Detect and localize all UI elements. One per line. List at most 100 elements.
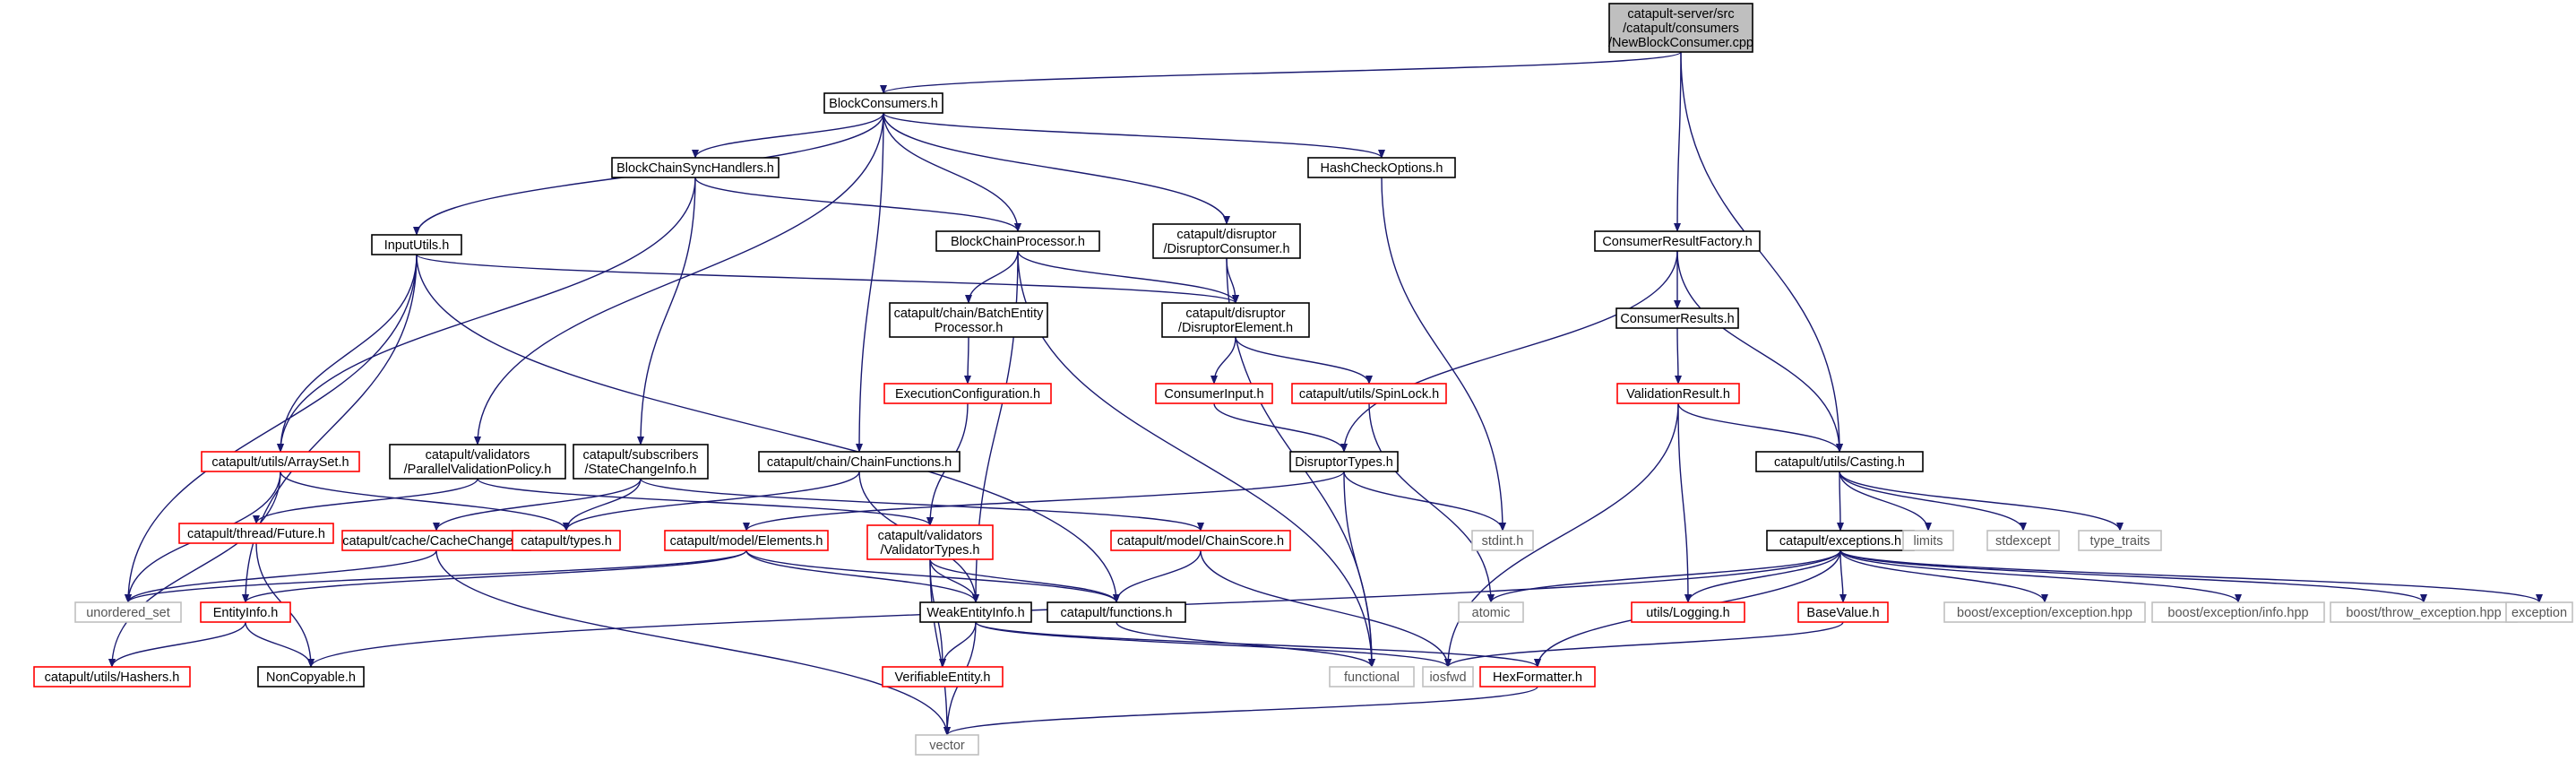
node-vector: vector: [915, 734, 979, 756]
edge-disruptortypes-to-functional: [1343, 471, 1375, 668]
node-box: [178, 523, 334, 544]
edge-path: [694, 177, 1021, 232]
edge-path: [929, 558, 1120, 603]
node-spinlock[interactable]: catapult/utils/SpinLock.h: [1291, 383, 1447, 404]
node-box: [1797, 601, 1889, 623]
edge-path: [125, 549, 437, 603]
node-disruptorelement[interactable]: catapult/disruptor/DisruptorElement.h: [1161, 302, 1310, 338]
node-label: catapult/types.h: [521, 534, 612, 549]
edge-path: [1340, 250, 1678, 453]
node-label: /DisruptorElement.h: [1178, 321, 1293, 335]
node-label: ConsumerResults.h: [1620, 312, 1734, 326]
edge-elements-to-weakentityinfo: [745, 549, 979, 603]
edge-path: [1213, 402, 1348, 453]
edge-blockchainsynchandlers-to-blockchainprocessor: [694, 177, 1021, 232]
node-box: [201, 451, 360, 472]
node-box: [1631, 601, 1745, 623]
node-boost_throw: boost/throw_exception.hpp: [2330, 601, 2518, 623]
node-chainfunctions[interactable]: catapult/chain/ChainFunctions.h: [758, 451, 961, 472]
node-blockconsumers[interactable]: BlockConsumers.h: [823, 92, 943, 114]
node-validatortypes[interactable]: catapult/validators/ValidatorTypes.h: [866, 524, 994, 560]
node-future[interactable]: catapult/thread/Future.h: [178, 523, 334, 544]
node-exceptions[interactable]: catapult/exceptions.h: [1766, 530, 1915, 551]
node-box: [573, 444, 709, 480]
node-exception: exception: [2505, 601, 2573, 623]
node-inpututils[interactable]: InputUtils.h: [371, 234, 462, 255]
node-blockchainprocessor[interactable]: BlockChainProcessor.h: [935, 230, 1100, 252]
edge-casting-to-type_traits: [1839, 471, 2124, 532]
node-box: [257, 666, 365, 687]
edge-consumerresults-to-validationresult: [1674, 327, 1682, 385]
node-consumerresultfactory[interactable]: ConsumerResultFactory.h: [1594, 230, 1761, 252]
edge-path: [242, 549, 747, 603]
edge-path: [965, 250, 1019, 304]
node-hashers[interactable]: catapult/utils/Hashers.h: [33, 666, 191, 687]
node-functional: functional: [1329, 666, 1415, 687]
node-box: [664, 530, 829, 551]
node-box: [389, 444, 566, 480]
edge-path: [253, 478, 478, 524]
node-arrayset[interactable]: catapult/utils/ArraySet.h: [201, 451, 360, 472]
node-disruptorconsumer[interactable]: catapult/disruptor/DisruptorConsumer.h: [1152, 223, 1301, 259]
node-label: catapult/utils/ArraySet.h: [211, 455, 349, 470]
node-label: ConsumerResultFactory.h: [1602, 235, 1752, 249]
node-label: BlockChainSyncHandlers.h: [616, 161, 774, 176]
node-consumerresults[interactable]: ConsumerResults.h: [1615, 307, 1739, 329]
edge-path: [975, 621, 1541, 668]
node-hashcheckoptions[interactable]: HashCheckOptions.h: [1307, 157, 1456, 178]
node-parallelvalidationpolicy[interactable]: catapult/validators/ParallelValidationPo…: [389, 444, 566, 480]
node-casting[interactable]: catapult/utils/Casting.h: [1755, 451, 1924, 472]
node-stdexcept: stdexcept: [1986, 530, 2060, 551]
node-label: /catapult/consumers: [1623, 22, 1739, 36]
node-label: /ValidatorTypes.h: [881, 543, 980, 558]
edge-batchentityprocessor-to-executionconfiguration: [964, 336, 972, 385]
node-layer: catapult-server/src/catapult/consumers/N…: [33, 3, 2573, 756]
node-label: stdint.h: [1482, 534, 1524, 549]
node-noncopyable[interactable]: NonCopyable.h: [257, 666, 365, 687]
edge-blockconsumers-to-blockchainprocessor: [883, 112, 1021, 232]
node-logging[interactable]: utils/Logging.h: [1631, 601, 1745, 623]
node-hexformatter[interactable]: HexFormatter.h: [1479, 666, 1596, 687]
node-statechangeinfo[interactable]: catapult/subscribers/StateChangeInfo.h: [573, 444, 709, 480]
edge-consumerresultfactory-to-disruptortypes: [1340, 250, 1678, 453]
node-consumerinput[interactable]: ConsumerInput.h: [1155, 383, 1273, 404]
edge-validatortypes-to-functions: [929, 558, 1120, 603]
node-box: [823, 92, 943, 114]
node-functions[interactable]: catapult/functions.h: [1047, 601, 1186, 623]
node-elements[interactable]: catapult/model/Elements.h: [664, 530, 829, 551]
edge-root-to-casting: [1680, 51, 1843, 453]
node-label: catapult-server/src: [1627, 7, 1734, 22]
node-box: [1471, 530, 1534, 551]
node-cachechanges[interactable]: catapult/cache/CacheChanges.h: [341, 530, 531, 551]
node-disruptortypes[interactable]: DisruptorTypes.h: [1289, 451, 1399, 472]
node-root[interactable]: catapult-server/src/catapult/consumers/N…: [1608, 3, 1753, 53]
edge-path: [1680, 51, 1843, 453]
node-label: boost/throw_exception.hpp: [2346, 606, 2501, 620]
node-boost_info: boost/exception/info.hpp: [2151, 601, 2325, 623]
node-executionconfiguration[interactable]: ExecutionConfiguration.h: [883, 383, 1052, 404]
node-box: [883, 383, 1052, 404]
node-box: [1289, 451, 1399, 472]
edge-path: [1839, 471, 2124, 532]
edge-disruptorelement-to-consumerinput: [1210, 336, 1236, 385]
node-box: [1422, 666, 1474, 687]
node-basevalue[interactable]: BaseValue.h: [1797, 601, 1889, 623]
node-box: [1047, 601, 1186, 623]
node-types[interactable]: catapult/types.h: [512, 530, 621, 551]
node-entityinfo[interactable]: EntityInfo.h: [200, 601, 291, 623]
node-label: catapult/utils/Casting.h: [1774, 455, 1905, 470]
edge-casting-to-stdexcept: [1839, 471, 2027, 532]
node-weakentityinfo[interactable]: WeakEntityInfo.h: [919, 601, 1032, 623]
edge-path: [1343, 471, 1506, 532]
node-chainscore[interactable]: catapult/model/ChainScore.h: [1110, 530, 1291, 551]
node-validationresult[interactable]: ValidationResult.h: [1616, 383, 1740, 404]
edge-blockconsumers-to-blockchainsynchandlers: [692, 112, 884, 159]
edge-statechangeinfo-to-chainscore: [640, 478, 1204, 532]
edge-casting-to-limits: [1839, 471, 1932, 532]
edge-path: [743, 471, 1345, 532]
node-blockchainsynchandlers[interactable]: BlockChainSyncHandlers.h: [611, 157, 780, 178]
node-box: [1615, 307, 1739, 329]
node-label: utils/Logging.h: [1646, 606, 1730, 620]
node-verifiableentity[interactable]: VerifiableEntity.h: [882, 666, 1004, 687]
